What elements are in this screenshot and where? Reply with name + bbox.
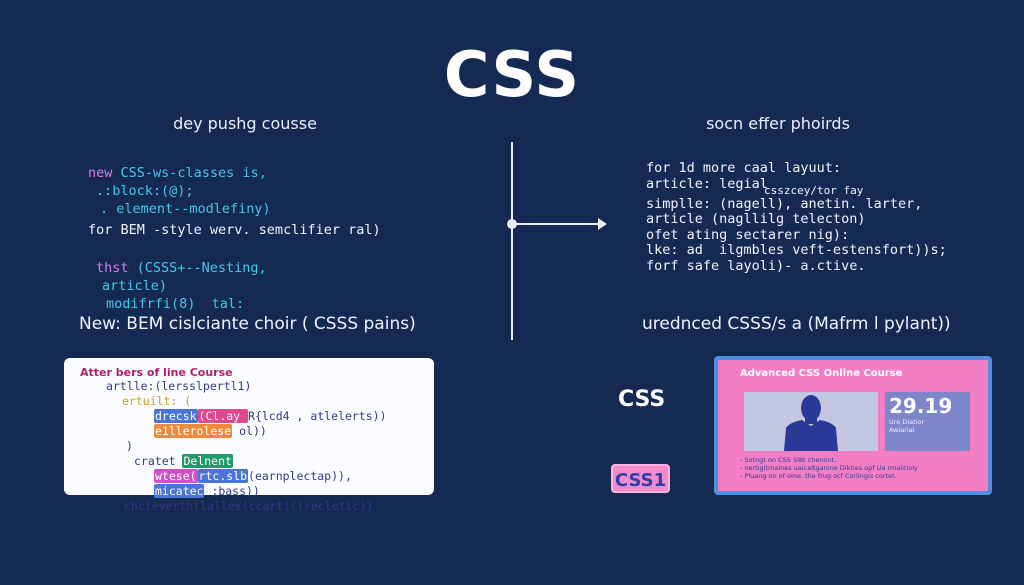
arrowhead-icon (598, 218, 607, 230)
code-line: ertuilt: ( (106, 394, 434, 409)
course-bullets: - Sotngt on CSS Sl8t chenont, - nertigit… (740, 456, 918, 480)
left-code-block-1: new CSS-ws-classes is,.:block:(@);. elem… (88, 164, 271, 218)
code-text: ertuilt: ( (122, 394, 192, 408)
code-line: micatec ;bass)) (106, 484, 434, 499)
left-code-block-2: thst (CSSS+--Nesting,article)modifrfi(8)… (96, 259, 267, 313)
highlight-token: e1llerolese (154, 424, 233, 438)
code-line: cratet Delnent (106, 454, 434, 469)
code-line: modifrfi(8) tal: (96, 295, 267, 313)
stat-panel: 29.19 Ure Diatior Awiarial (885, 392, 970, 451)
code-line: e1llerolese ol)) (106, 424, 434, 439)
css-label: CSS (618, 387, 666, 412)
code-text: (CSSS+--Nesting, (136, 260, 267, 276)
keyword: thst (96, 260, 137, 276)
code-line: article (nagllilg telecton) (646, 211, 866, 227)
page-title: CSS (443, 38, 581, 111)
code-line: new CSS-ws-classes is, (88, 164, 271, 182)
highlight-token: , atlelerts)) (289, 409, 387, 423)
keyword: new (88, 165, 121, 181)
code-text: article) (102, 278, 168, 294)
highlight-token: micatec (154, 484, 205, 498)
code-text: CSS-ws-classes is, (120, 165, 267, 181)
code-line: ofet ating sectarer nig): (646, 226, 850, 243)
css1-badge: CSS1 (611, 464, 670, 493)
code-text: modifrfi(8) tal: (106, 296, 245, 312)
highlight-token: ol)) (232, 424, 267, 438)
right-subtitle: urednced CSSS/s a (Mafrm l pylant)) (642, 314, 951, 334)
code-text: .:block:(@); (96, 183, 194, 199)
code-line: for 1d more caal layuut: (646, 160, 842, 176)
stat-label: Ure Diatior Awiarial (889, 418, 925, 434)
person-silhouette-icon (744, 392, 878, 451)
right-heading: socn effer phoirds (706, 114, 850, 133)
code-text: artlle:(lersslpertl1) (106, 379, 252, 393)
course-card[interactable]: Advanced CSS Online Course 29.19 Ure Dia… (714, 356, 992, 495)
highlight-token: (Cl.ay (197, 409, 249, 423)
code-card-title: Atter bers of line Course (80, 366, 233, 379)
code-text: (earnplectap)), (248, 469, 352, 483)
code-line: wtese(rtc.slb(earnplectap)), (106, 469, 434, 484)
code-text: ) (126, 439, 133, 453)
code-line: simplle: (nagell), anetin. larter, (646, 195, 923, 212)
code-line: csszcey/tor fay (764, 184, 864, 197)
code-line: forf safe layoli)- a.ctive. (646, 257, 866, 274)
code-text: chcleverth(lalles(ccart(((recletic)) (124, 499, 374, 513)
highlight-token: rtc.slb (197, 469, 249, 483)
code-line: artlle:(lersslpertl1) (106, 379, 434, 394)
code-card: Atter bers of line Course artlle:(lerssl… (64, 358, 434, 513)
left-subtitle: New: BEM cislciante choir ( CSSS pains) (79, 314, 416, 334)
course-card-title: Advanced CSS Online Course (740, 368, 903, 379)
code-line: . element--modlefiny) (88, 200, 271, 218)
divider (511, 142, 513, 340)
arrow-right-icon (512, 223, 604, 225)
code-text: R{lcd4 (248, 409, 290, 423)
left-heading: dey pushg cousse (173, 114, 317, 133)
code-text: . element--modlefiny) (100, 201, 271, 217)
code-text: cratet (134, 454, 183, 468)
code-line: drecsk(Cl.ay R{lcd4 , atlelerts)) (106, 409, 434, 424)
code-line: article) (96, 277, 267, 295)
highlight-token: drecsk (154, 409, 198, 423)
code-line: thst (CSSS+--Nesting, (96, 259, 267, 277)
code-line: ) (106, 439, 434, 454)
stat-value: 29.19 (889, 394, 953, 418)
code-line: chcleverth(lalles(ccart(((recletic)) (106, 499, 434, 514)
highlight-token: wtese( (154, 469, 198, 483)
code-line: .:block:(@); (88, 182, 271, 200)
code-card-lines: artlle:(lersslpertl1)ertuilt: (drecsk(Cl… (80, 379, 434, 514)
highlight-token: Delnent (182, 454, 233, 468)
highlight-token: ;bass)) (204, 484, 260, 498)
code-line: article: legial (646, 175, 768, 192)
left-code-line: for BEM -style werv. semclifier ral) (88, 222, 381, 238)
code-line: lke: ad ilgmbles veft-estensfort))s; (646, 242, 947, 258)
